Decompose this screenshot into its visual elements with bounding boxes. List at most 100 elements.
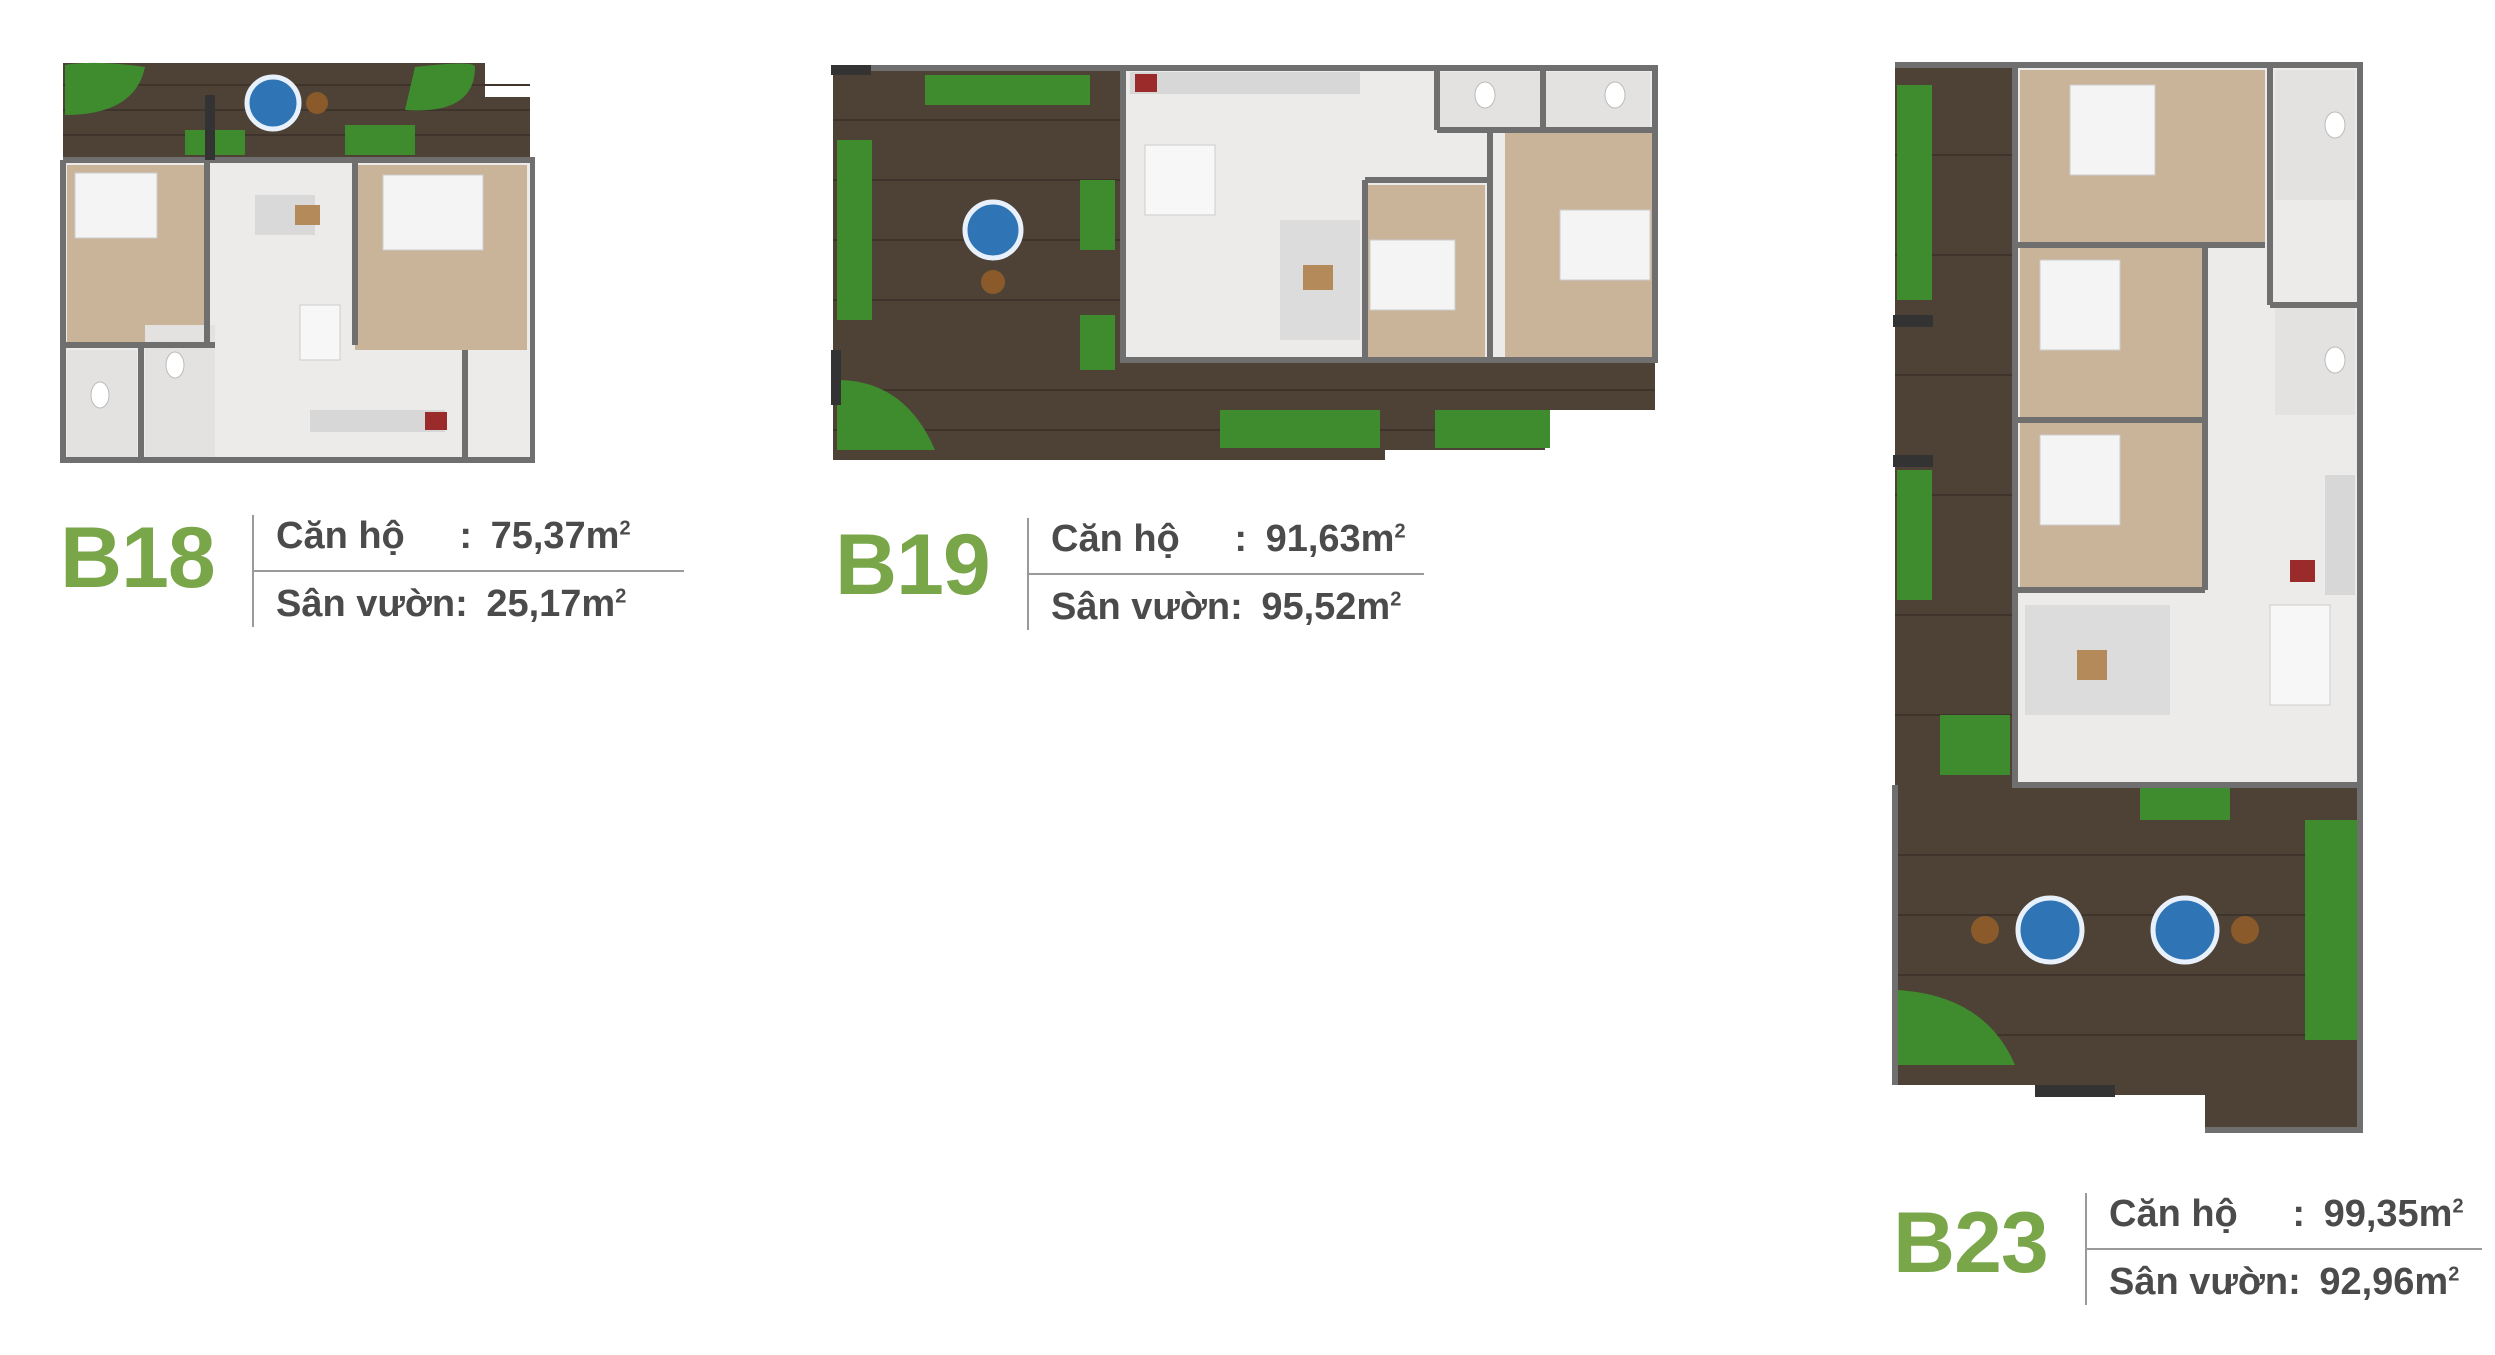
unit-label-b18: B18 [60,510,216,606]
kitchen-counter [310,410,445,432]
floorplan-b18 [55,55,535,465]
bed-icon [382,174,484,251]
dining-table-icon [1144,144,1216,216]
stove-icon [1135,74,1157,92]
stove-icon [2290,560,2315,582]
bed-icon [2039,259,2121,351]
toilet-icon [2324,111,2346,139]
spec-divider [2087,1248,2482,1250]
garden-area-value: 25,17m [486,583,616,625]
apartment-area-value: 91,63m [1265,518,1395,560]
apartment-area-row: Căn hộ : 99,35m2 [2087,1195,2464,1233]
table-icon [1971,916,1999,944]
toilet-icon [1604,81,1626,109]
bathroom [2275,70,2355,200]
umbrella-icon [962,199,1024,261]
wall-pier [831,350,841,405]
area-unit-sup: 2 [615,585,627,608]
plant-icon [1897,990,2015,1065]
bed-icon [2039,434,2121,526]
plant-icon [2305,820,2360,1040]
area-unit-sup: 2 [2452,1195,2464,1218]
bed-icon [74,172,158,239]
toilet-icon [165,351,185,379]
deck-b19-bottom [1115,360,1655,460]
coffee-table-icon [295,205,320,225]
apartment-area-row: Căn hộ : 75,37m2 [254,517,631,555]
stove-icon [425,412,447,430]
area-unit-sup: 2 [1390,588,1402,611]
apartment-sep: : [2292,1193,2305,1235]
unit-spec-b23: Căn hộ : 99,35m2 Sân vườn: 92,96m2 [2085,1193,2482,1305]
floorplan-b19 [825,60,1665,470]
kitchen-counter [1130,72,1360,94]
table-icon [306,92,328,114]
area-unit-sup: 2 [1394,520,1406,543]
plant-icon [1080,315,1115,370]
garden-area-row: Sân vườn: 92,96m2 [2087,1263,2459,1301]
floorplan-b19-drawing [831,65,1658,460]
umbrella-icon [2150,895,2220,965]
plant-icon [65,62,145,115]
dining-table-icon [2269,604,2331,706]
unit-code: B23 [1893,1195,2049,1291]
plant-icon [837,140,872,320]
plant-icon [837,380,935,450]
garden-area-row: Sân vườn: 95,52m2 [1029,588,1401,626]
spec-divider [254,570,684,572]
apartment-label: Căn hộ [1051,518,1180,560]
apartment-sep: : [1234,518,1247,560]
wall-pier [2035,1085,2115,1097]
plant-icon [1435,410,1550,448]
apartment-label: Căn hộ [276,515,405,557]
unit-label-b19: B19 [835,517,991,613]
plant-icon [1897,85,1932,300]
bed-icon [2069,84,2156,176]
plant-icon [1220,410,1380,448]
floorplan-b23 [1885,55,2375,1145]
toilet-icon [1474,81,1496,109]
toilet-icon [90,381,110,409]
unit-code: B19 [835,517,991,613]
wall-pier [1893,315,1933,327]
apartment-label: Căn hộ [2109,1193,2238,1235]
plant-icon [1940,715,2010,775]
garden-label: Sân vườn: [2109,1261,2301,1303]
coffee-table-icon [1303,265,1333,290]
area-unit-sup: 2 [2448,1263,2460,1286]
floorplan-b18-drawing [60,62,535,463]
garden-area-row: Sân vườn: 25,17m2 [254,585,626,623]
unit-code: B18 [60,510,216,606]
coffee-table-icon [2077,650,2107,680]
toilet-icon [2324,346,2346,374]
bed-icon [1369,239,1456,311]
bed-icon [1559,209,1651,281]
plant-icon [345,125,415,155]
dining-table-icon [299,304,341,361]
kitchen-counter [2325,475,2355,595]
umbrella-icon [244,74,302,132]
umbrella-icon [2015,895,2085,965]
unit-label-b23: B23 [1893,1195,2049,1291]
garden-label: Sân vườn: [1051,586,1243,628]
apartment-area-value: 75,37m [490,515,620,557]
garden-area-value: 95,52m [1261,586,1391,628]
plant-icon [1080,180,1115,250]
wall-pier [1893,455,1933,467]
garden-label: Sân vườn: [276,583,468,625]
apartment-sep: : [459,515,472,557]
plant-icon [405,63,475,111]
unit-spec-b18: Căn hộ : 75,37m2 Sân vườn: 25,17m2 [252,515,684,627]
wall-pier [205,95,215,160]
wall-pier [831,65,871,75]
area-unit-sup: 2 [619,517,631,540]
unit-spec-b19: Căn hộ : 91,63m2 Sân vườn: 95,52m2 [1027,518,1424,630]
deck-b23-terrace [1895,785,2360,1130]
plant-icon [1897,470,1932,600]
floorplan-b23-drawing [1892,62,2363,1133]
apartment-area-row: Căn hộ : 91,63m2 [1029,520,1406,558]
plant-icon [925,75,1090,105]
table-icon [2231,916,2259,944]
spec-divider [1029,573,1424,575]
garden-area-value: 92,96m [2319,1261,2449,1303]
